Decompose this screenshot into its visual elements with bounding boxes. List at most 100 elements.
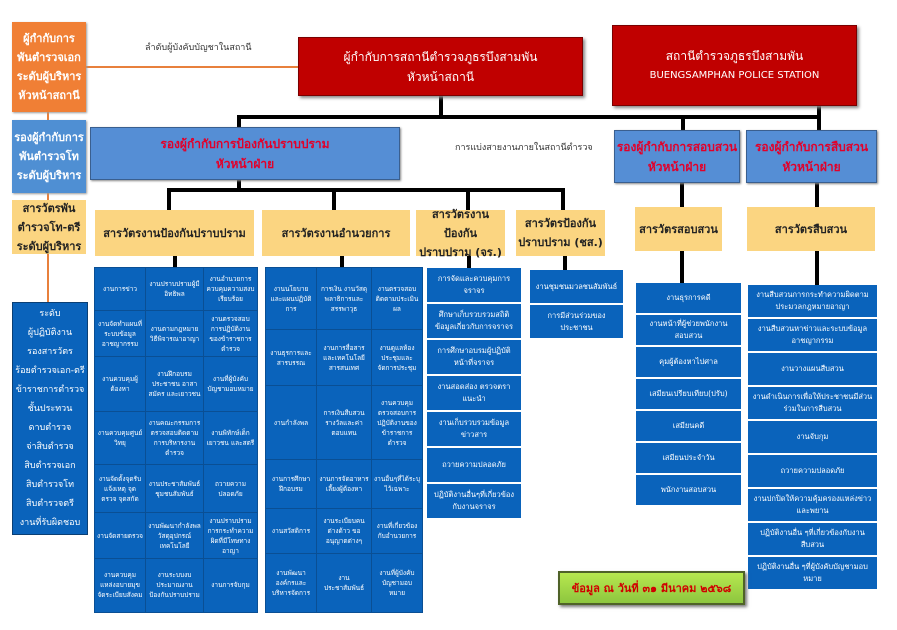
task-cell: งานควบคุมตรวจสอบการปฏิบัติงานของข้าราชกา… [372,386,422,460]
connector [237,180,241,191]
task-cell: งานที่เกี่ยวข้องกับอำนวยการ [372,508,422,553]
admin-task-grid: งานนโยบายและแผนปฏิบัติการการเงิน งานวัสด… [265,267,423,613]
legend-text: รองผู้กำกับการ [14,131,84,144]
task-cell: งานกำลังพล [266,386,316,460]
task-cell: งานระเบียบคนต่างด้าว ขออนุญาตต่างๆ [317,508,371,553]
inspector-title: สารวัตรสอบสวน [639,222,718,236]
task-item: งานสืบสวนหาข่าวและระบบข้อมูลอาชญากรรม [748,319,877,351]
task-cell: งานจัดทำแผนที่ระบบข้อมูลอาชญากรรม [95,311,145,356]
task-cell: ถวายความปลอดภัย [204,465,257,513]
task-cell: งานควบคุมศูนย์วิทยุ [95,411,145,465]
legend-text: งานที่รับผิดชอบ [19,517,81,528]
legend-text: ระดับผู้บริหาร [16,169,82,182]
prevention-task-grid: งานการข่าวงานปราบปรามผู้มีอิทธิพลงานอำนว… [94,267,258,613]
connector [466,188,470,211]
task-item: เสมียนเปรียบเทียบ(ปรับ) [636,379,741,409]
task-cell: งานนโยบายและแผนปฏิบัติการ [266,268,316,330]
deputy-title: รองผู้กำกับการสืบสวน [754,139,869,154]
division-lines-note: การแบ่งสายงานภายในสถานีตำรวจ [455,143,593,153]
task-cell: งานตามกฎหมายวิธีพิจารณาอาญา [146,311,203,356]
deputy-role: หัวหน้าฝ่าย [215,156,275,171]
head-role: หัวหน้าสถานี [406,69,475,84]
task-item: ถวายความปลอดภัย [748,455,877,487]
task-cell: งานการสื่อสารและเทคโนโลยีสารสนเทศ [317,330,371,386]
task-cell: งานควบคุมผู้ต้องหา [95,356,145,411]
traffic-task-list: การจัดและควบคุมการจราจรศึกษาเก็บรวบรวมสถ… [427,268,521,518]
connector [237,115,241,129]
inspector-prevention-box: สารวัตรงานป้องกันปราบปราม [95,210,254,256]
connector [681,115,685,131]
task-cell: งานจัดตั้งจุดรับแจ้งเหตุ จุดตรวจ จุดสกัด [95,465,145,513]
connector [561,188,565,211]
inspector-title: ปราบปราม (ชส.) [518,236,603,249]
task-cell: งานตรวจสอบการปฏิบัติงานของข้าราชการตำรวจ [204,311,257,356]
inspector-title: ปราบปราม (จร.) [419,245,502,259]
task-cell: งานอื่นๆที่ได้ระบุไว้เฉพาะ [372,460,422,508]
task-cell: งานที่ผู้บังคับบัญชามอบหมาย [372,553,422,612]
task-item: พนักงานสอบสวน [636,475,741,505]
legend-text: ร้อยตำรวจเอก-ตรี [15,365,85,376]
task-item: งานชุมชนมวลชนสัมพันธ์ [530,270,623,303]
task-item: งานปกปิดให้ความคุ้มครองแหล่งข่าวและพยาน [748,489,877,521]
legend-text: สารวัตรพัน [22,201,76,215]
inspector-community-box: สารวัตรป้องกัน ปราบปราม (ชส.) [516,210,605,256]
task-item: เสมียนคดี [636,411,741,441]
legend-text: ระดับผู้บริหาร [16,70,82,83]
legend-text: ผู้ปฏิบัติงาน [27,327,73,338]
connector [439,96,443,119]
task-cell: งานดูแลห้องประชุมและจัดการประชุม [372,330,422,386]
legend-text: ชั้นประทวน [27,403,73,414]
task-item: งานสอดส่อง ตรวจตรา แนะนำ [427,376,521,410]
connector [167,188,171,211]
legend-text: รองสารวัตร [27,346,73,357]
connector [467,255,471,268]
task-cell: งานธุรการและสารบรรณ [266,330,316,386]
legend-text: ผู้กำกับการ [23,32,75,45]
task-item: การจัดและควบคุมการจราจร [427,268,521,302]
task-cell: งานการข่าว [95,268,145,311]
task-item: งานดำเนินการเพื่อให้ประชาชนมีส่วนร่วมในก… [748,387,877,419]
inspector-traffic-box: สารวัตรงานป้องกัน ปราบปราม (จร.) [416,208,505,259]
inquiry-task-list: งานธุรการคดีงานหน้าที่ผู้ช่วยพนักงานสอบส… [636,283,741,505]
legend-text: พันตำรวจโท [19,150,79,163]
community-task-list: งานชุมชนมวลชนสัมพันธ์การมีส่วนร่วมของประ… [530,270,623,338]
legend-text: ข้าราชการตำรวจ [15,384,85,395]
legend-deputy: รองผู้กำกับการ พันตำรวจโท ระดับผู้บริหาร [12,120,86,193]
legend-text: ดาบตำรวจ [28,422,72,433]
task-cell: งานฝึกอบรมประชาชน อาสาสมัคร และเยาวชน [146,356,203,411]
head-title: ผู้กำกับการสถานีตำรวจภูธรบึงสามพัน [343,49,538,64]
deputy-title: รองผู้กำกับการป้องกันปราบปราม [160,136,330,151]
task-cell: งานการจัดอาหารเลี้ยงผู้ต้องหา [317,460,371,508]
legend-text: ระดับ [39,308,61,319]
chain-of-command-note: ลำดับผู้บังคับบัญชาในสถานี [145,43,252,53]
connector [563,255,567,270]
legend-commander: ผู้กำกับการ พันตำรวจเอก ระดับผู้บริหาร ห… [12,22,86,112]
inspector-admin-box: สารวัตรงานอำนวยการ [262,210,410,256]
inspector-inquiry-box: สารวัตรสอบสวน [635,207,722,251]
legend-staff: ระดับผู้ปฏิบัติงานรองสารวัตรร้อยตำรวจเอก… [12,302,88,535]
task-cell: งานตรวจสอบติดตามประเมินผล [372,268,422,330]
legend-text: สิบตำรวจโท [25,479,75,490]
task-cell: งานจัดสายตรวจ [95,513,145,558]
inspector-investigation-box: สารวัตรสืบสวน [747,207,875,251]
investigation-task-list: งานสืบสวนการกระทำความผิดตามประมวลกฎหมายอ… [748,285,877,589]
legend-text: สิบตำรวจเอก [24,460,76,471]
deputy-role: หัวหน้าฝ่าย [782,159,841,174]
task-cell: งานพัฒนากำลังพล วัสดุอุปกรณ์ เทคโนโลยี [146,513,203,558]
legend-text: พันตำรวจเอก [17,51,81,64]
task-cell: งานปราบปรามผู้มีอิทธิพล [146,268,203,311]
task-cell: งานระบบงบประมาณงานป้องกันปราบปราม [146,558,203,612]
task-cell: งานสวัสดิการ [266,508,316,553]
task-cell: งานคณะกรรมการตรวจสอบติดตามการบริหารงานตำ… [146,411,203,465]
task-cell: งานประชาสัมพันธ์ชุมชนสัมพันธ์ [146,465,203,513]
task-item: งานวางแผนสืบสวน [748,353,877,385]
legend-text: ระดับผู้บริหาร [16,239,82,253]
connector [817,106,821,131]
legend-inspector: สารวัตรพัน ตำรวจโท-ตรี ระดับผู้บริหาร [12,200,86,254]
task-cell: งานควบคุมแหล่งอบายมุข จัดระเบียบสังคม [95,558,145,612]
task-item: งานจับกุม [748,421,877,453]
task-cell: งานพัฒนาองค์กรและบริหารจัดการ [266,553,316,612]
task-item: เสมียนประจำวัน [636,443,741,473]
connector [332,188,336,211]
task-cell: งานที่ผู้บังคับบัญชามอบหมาย [204,356,257,411]
